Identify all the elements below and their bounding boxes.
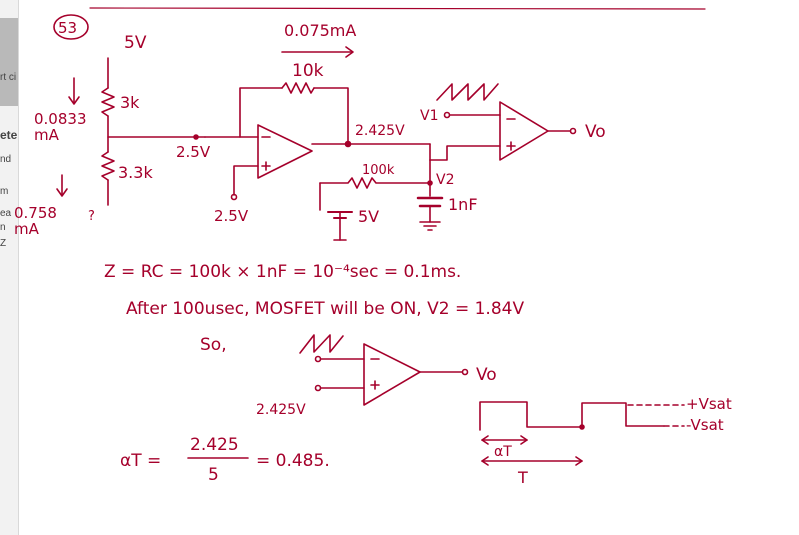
problem-number: 53 — [58, 19, 77, 37]
page-edge-gray-block — [0, 18, 18, 106]
edge-snippet-5: ea — [0, 208, 12, 219]
comp-vo-terminal — [461, 368, 469, 376]
edge-snippet-4: m — [0, 186, 9, 197]
resistor-3k-label: 3k — [120, 93, 140, 112]
opamp-2 — [499, 101, 549, 161]
edge-snippet-3: nd — [0, 154, 12, 165]
edge-snippet-7: Z — [0, 238, 7, 249]
duty-numerator: 2.425 — [190, 435, 239, 455]
sawtooth-v1 — [436, 83, 499, 101]
ground-mark: ? — [88, 209, 95, 224]
feedback-current-label: 0.075mA — [284, 21, 356, 40]
capacitor-label: 1nF — [448, 195, 478, 214]
output-node-dot — [344, 140, 352, 148]
comp-sawtooth-terminal — [314, 355, 322, 363]
waveform-dot — [579, 424, 585, 430]
resistor-3-3k — [101, 151, 115, 181]
mosfet-note: After 100usec, MOSFET will be ON, V2 = 1… — [126, 299, 524, 319]
v1-label: V1 — [420, 108, 438, 124]
v2-label: V2 — [436, 172, 454, 188]
edge-snippet-1: rt ci — [0, 72, 17, 83]
vsat-plus-label: +Vsat — [686, 395, 732, 413]
vo-terminal — [569, 127, 577, 135]
v1-terminal — [443, 111, 451, 119]
vsat-minus-label: -Vsat — [686, 416, 724, 434]
edge-snippet-2: ete — [0, 128, 18, 142]
current-arrowhead-1 — [68, 96, 80, 105]
time-constant-equation: Z = RC = 100k × 1nF = 10⁻⁴sec = 0.1ms. — [104, 262, 461, 282]
source-label: 5V — [358, 207, 379, 226]
alpha-t-label: αT — [494, 444, 512, 460]
opamp-1 — [257, 124, 313, 179]
bias-terminal — [230, 193, 238, 201]
feedback-arrowhead — [345, 46, 354, 58]
supply-label: 5V — [124, 33, 147, 53]
alpha-t-left-head — [481, 435, 489, 445]
rc-resistor-label: 100k — [362, 163, 395, 178]
output-node-label: 2.425V — [355, 123, 405, 139]
opamp1-noninv-wire — [233, 165, 259, 196]
resistor-3k — [101, 87, 115, 117]
square-waveform — [479, 401, 665, 431]
resistor-3-3k-label: 3.3k — [118, 163, 153, 182]
feedback-resistor-label: 10k — [292, 61, 324, 81]
feedback-wire-left — [239, 87, 283, 138]
top-line — [89, 7, 706, 10]
to-opamp2-wire — [429, 145, 501, 161]
duty-result: = 0.485. — [256, 451, 330, 471]
opamp-bias-label: 2.5V — [214, 207, 249, 225]
feedback-wire-right — [313, 87, 349, 143]
mid-node-label: 2.5V — [176, 143, 211, 161]
page-edge-strip: rt ci ete nd m ea n Z — [0, 0, 19, 535]
resistor-10k — [281, 82, 315, 94]
comparator-ref-label: 2.425V — [256, 402, 306, 418]
vo-label: Vo — [585, 122, 606, 142]
current-arrowhead-2 — [56, 188, 68, 197]
so-label: So, — [200, 335, 227, 355]
resistor-100k-wire — [319, 177, 431, 189]
period-label: T — [517, 468, 528, 487]
sawtooth-comparator — [299, 334, 344, 354]
comp-ref-terminal — [314, 384, 322, 392]
comparator-vo-label: Vo — [476, 365, 497, 385]
period-right-head — [575, 456, 583, 466]
period-left-head — [481, 456, 489, 466]
duty-denominator: 5 — [208, 465, 219, 485]
duty-lhs: αT = — [120, 451, 161, 471]
alpha-t-right-head — [520, 435, 528, 445]
mid-node-dot — [193, 134, 199, 140]
problem-number-circle — [53, 14, 89, 40]
comparator-opamp — [363, 343, 421, 406]
edge-snippet-6: n — [0, 222, 6, 233]
